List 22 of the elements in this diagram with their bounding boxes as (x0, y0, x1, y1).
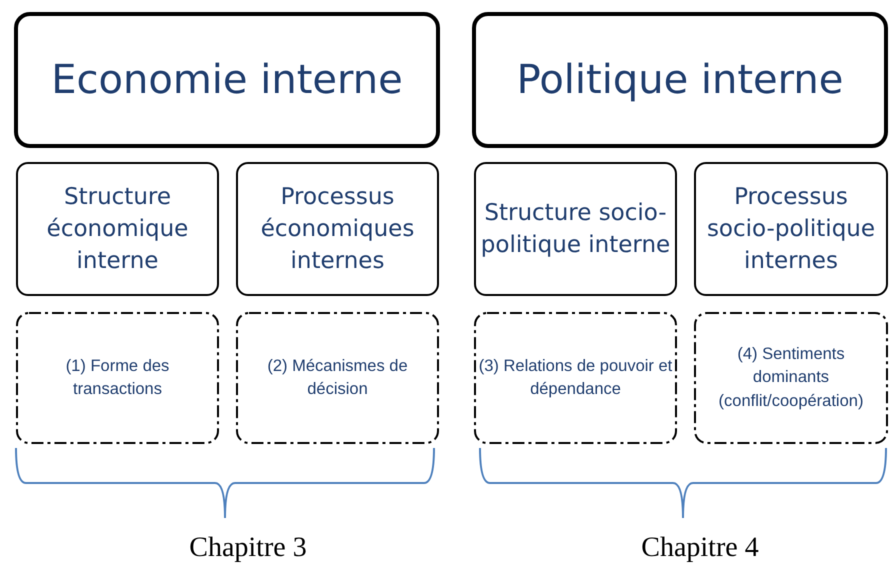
chapter-label: Chapitre 4 (641, 532, 759, 564)
title-box (472, 12, 888, 148)
box-label: Politique interne (516, 56, 844, 105)
chapter-label: Chapitre 3 (189, 532, 307, 564)
box-label: Structure socio-politique interne (480, 198, 671, 260)
box-label: Structure économique interne (46, 182, 190, 276)
box-label: (1) Forme des transactions (64, 356, 170, 400)
dash-dot-box (694, 312, 888, 444)
box-label: Processus socio-politique internes (706, 182, 876, 276)
category-box (694, 162, 888, 296)
category-box (236, 162, 439, 296)
category-box (16, 162, 219, 296)
category-box (474, 162, 677, 296)
box-label: (3) Relations de pouvoir et dépendance (478, 356, 673, 400)
box-label: Economie interne (51, 56, 403, 105)
dash-dot-box (16, 312, 219, 444)
box-label: Processus économiques internes (260, 182, 416, 276)
dash-dot-box (474, 312, 677, 444)
title-box (14, 12, 440, 148)
box-label: (4) Sentiments dominants (conflit/coopération) (718, 344, 864, 412)
box-label: (2) Mécanismes de décision (266, 356, 409, 400)
dash-dot-box (236, 312, 439, 444)
